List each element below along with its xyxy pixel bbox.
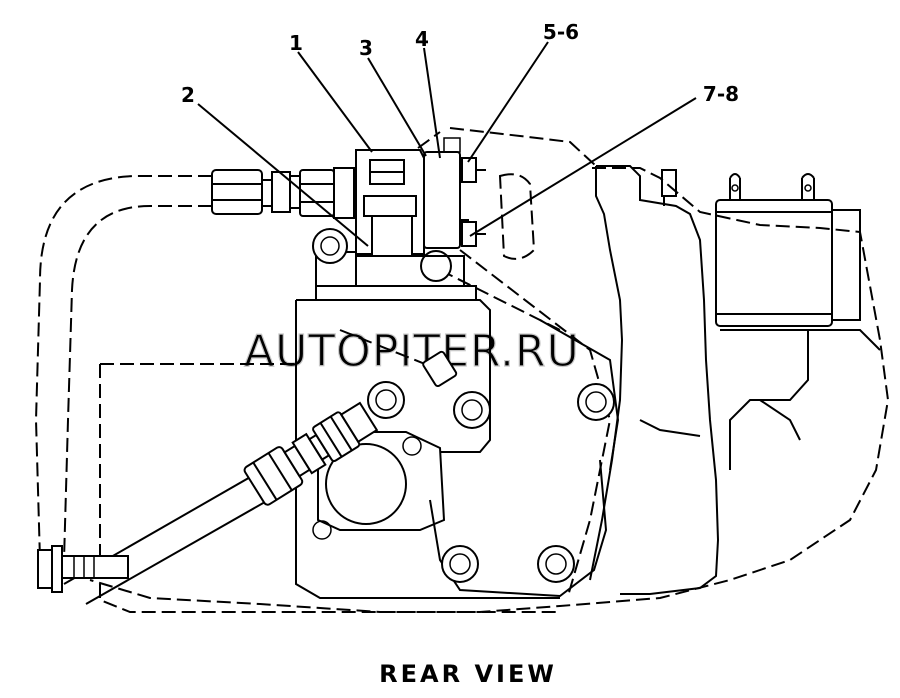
leader-4	[423, 47, 441, 159]
bolt-bottom-left	[37, 545, 129, 593]
leader-7-8	[469, 97, 697, 237]
callout-2: 2	[181, 83, 195, 107]
leader-lines	[197, 41, 697, 247]
callout-5-6: 5-6	[543, 20, 579, 44]
hose-fitting-lower	[63, 350, 458, 605]
leader-3	[367, 57, 427, 157]
hose-loop-outline	[34, 175, 212, 561]
view-caption: REAR VIEW	[379, 660, 557, 688]
leader-5-6	[467, 41, 549, 163]
valve-block	[312, 137, 536, 287]
callout-3: 3	[359, 36, 373, 60]
callout-1: 1	[289, 31, 303, 55]
leader-1	[297, 51, 373, 153]
callout-7-8: 7-8	[703, 82, 739, 106]
leader-2	[197, 103, 369, 247]
watermark-text: AUTOPITER.RU	[244, 326, 580, 377]
hose-fitting-top	[211, 167, 355, 219]
right-engine-structure	[589, 165, 881, 595]
pump-body	[295, 285, 620, 599]
callout-4: 4	[415, 27, 429, 51]
callout-labels: 1 2 3 4 5-6 7-8	[181, 20, 739, 107]
